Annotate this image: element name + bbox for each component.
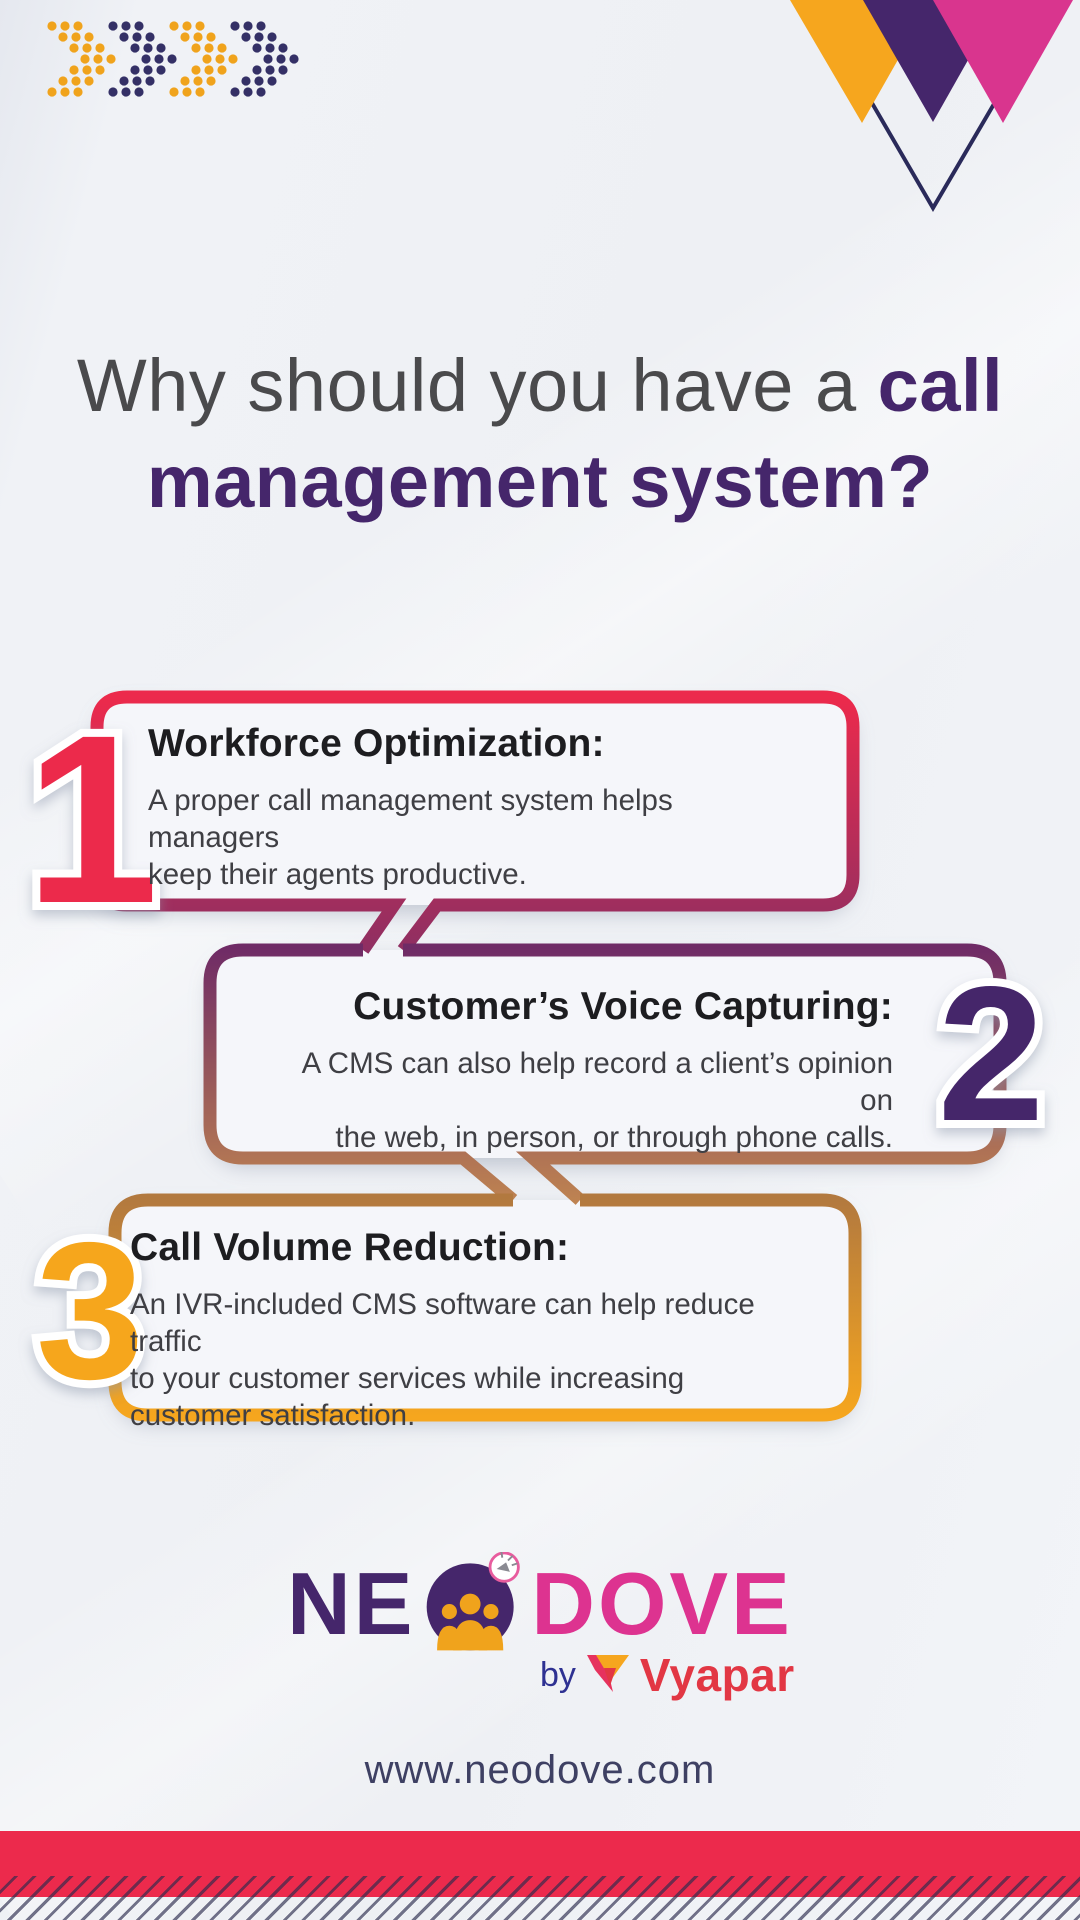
point-1-card-text: Workforce Optimization: A proper call ma… bbox=[148, 722, 808, 893]
megaphone-icon bbox=[489, 1552, 521, 1583]
card-fills bbox=[97, 697, 1000, 1415]
neodove-dove-text: DOVE bbox=[531, 1554, 793, 1653]
point-2-heading: Customer’s Voice Capturing: bbox=[353, 985, 893, 1028]
point-3-card-text: Call Volume Reduction: An IVR-included C… bbox=[130, 1226, 830, 1434]
page-title-line-2: management system? bbox=[146, 440, 934, 523]
by-text: by bbox=[540, 1655, 576, 1694]
page-title: Why should you have a call management sy… bbox=[0, 338, 1080, 530]
card-3-border bbox=[108, 1193, 862, 1422]
page-title-line-1: Why should you have a call bbox=[0, 338, 1080, 434]
card-1 bbox=[97, 697, 853, 905]
dotted-chevron bbox=[169, 21, 238, 97]
dotted-chevrons bbox=[47, 21, 299, 97]
neodove-neo-text: NE bbox=[287, 1554, 416, 1653]
point-1-heading: Workforce Optimization: bbox=[148, 722, 605, 765]
neodove-logo: NE DOVE by bbox=[0, 1552, 1080, 1736]
dotted-chevron bbox=[47, 21, 116, 97]
point-3-number: 3 bbox=[36, 1202, 144, 1420]
dotted-chevron bbox=[230, 21, 299, 97]
point-3-heading: Call Volume Reduction: bbox=[130, 1226, 570, 1269]
point-1-body: A proper call management system helps ma… bbox=[148, 784, 673, 891]
vyapar-logo-icon bbox=[586, 1655, 629, 1692]
point-3-body: An IVR-included CMS software can help re… bbox=[130, 1288, 755, 1432]
card-1-border bbox=[90, 690, 860, 954]
neodove-o-people-icon bbox=[427, 1552, 521, 1651]
point-numbers: 1 2 3 bbox=[17, 677, 1052, 1428]
neodove-wordmark: NE DOVE bbox=[0, 1552, 1080, 1653]
vyapar-byline: by Vyapar bbox=[540, 1648, 795, 1702]
website-url[interactable]: www.neodove.com bbox=[364, 1748, 716, 1792]
card-2-border bbox=[203, 943, 1007, 1205]
triangle-pink-icon bbox=[933, 0, 1073, 123]
point-1-number: 1 bbox=[25, 685, 158, 953]
card-borders bbox=[90, 690, 1007, 1422]
card-2 bbox=[210, 950, 1000, 1158]
page-title-regular: Why should you have a bbox=[76, 344, 878, 427]
point-2-body: A CMS can also help record a client’s op… bbox=[301, 1047, 893, 1154]
card-3 bbox=[115, 1200, 855, 1415]
point-2-number: 2 bbox=[938, 946, 1045, 1161]
vyapar-text: Vyapar bbox=[639, 1649, 795, 1701]
dotted-chevron bbox=[108, 21, 177, 97]
page-title-highlight: call bbox=[877, 344, 1004, 427]
point-2-card-text: Customer’s Voice Capturing: A CMS can al… bbox=[273, 985, 893, 1156]
corner-triangles bbox=[790, 0, 1073, 212]
footer-hatch-pattern bbox=[0, 1876, 1080, 1920]
